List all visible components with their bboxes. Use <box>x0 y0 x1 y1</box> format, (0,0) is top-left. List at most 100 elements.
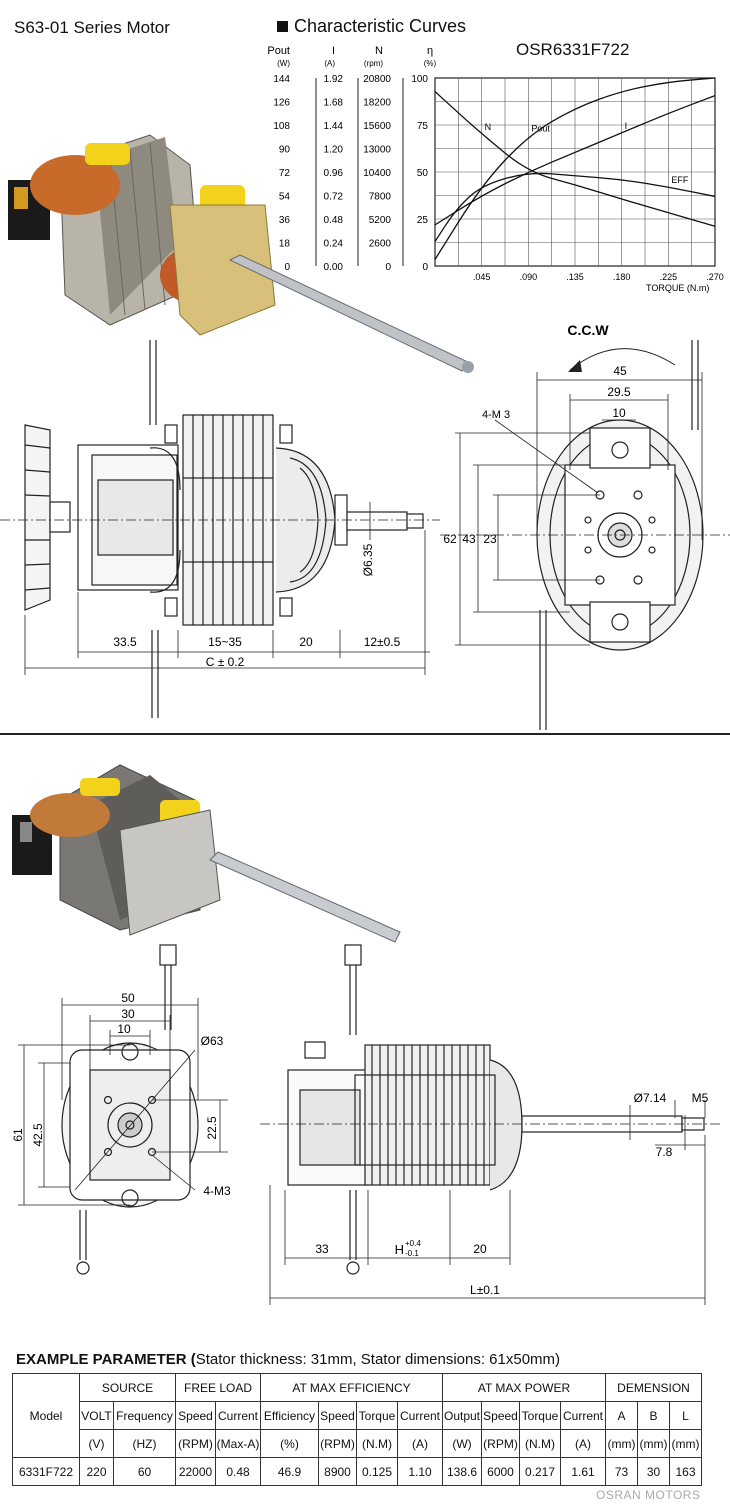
axis-tick-label: 2600 <box>369 239 392 250</box>
dim-front2-42-5: 42.5 <box>31 1123 45 1147</box>
axis-tick-label: 1.92 <box>324 74 344 85</box>
axis-tick-label: 0.96 <box>324 168 344 179</box>
dim-front2-dia63: Ø63 <box>201 1034 224 1048</box>
series-label-pout: Pout <box>531 123 550 133</box>
series-line-n <box>434 91 716 227</box>
axis-labels: Pout(W)14412610890725436180I(A)1.921.681… <box>267 45 436 273</box>
axis-title: N <box>375 45 383 57</box>
table-row: (V) (HZ) (RPM) (Max-A) (%) (RPM) (N.M) (… <box>13 1429 702 1458</box>
motor-bracket <box>169 204 276 336</box>
table-cell: 6000 <box>481 1457 520 1486</box>
rotation-label: C.C.W <box>567 322 609 338</box>
side-view-drawing-2: Ø7.14 M5 7.8 33 20 L±0.1 H +0.4 -0.1 <box>260 944 720 1305</box>
table-row: VOLT Frequency Speed Current Efficiency … <box>13 1401 702 1430</box>
side-view-outline-2 <box>287 944 705 1275</box>
col-unit: (N.M) <box>356 1429 398 1458</box>
motor-bracket-2 <box>119 809 221 936</box>
series-label-i: I <box>625 121 628 131</box>
dim-side2-dia7-14: Ø7.14 <box>634 1091 667 1105</box>
x-tick-label: .270 <box>706 272 724 282</box>
axis-tick-label: 90 <box>279 145 291 156</box>
dim-front-29-5: 29.5 <box>607 385 631 399</box>
rotation-arrow-icon <box>569 348 676 371</box>
axis-tick-label: 0.24 <box>324 239 344 250</box>
group-header: DEMENSION <box>605 1373 702 1402</box>
front-view-dims-1 <box>440 372 730 646</box>
col-unit: (RPM) <box>481 1429 520 1458</box>
x-tick-label: .180 <box>613 272 631 282</box>
x-tick-label: .045 <box>473 272 491 282</box>
col-unit: (N.M) <box>519 1429 561 1458</box>
col-name: B <box>637 1401 670 1430</box>
table-cell: 220 <box>79 1457 114 1486</box>
col-name: Output <box>442 1401 482 1430</box>
table-cell: 73 <box>605 1457 638 1486</box>
dim-front-4-m3: 4-M 3 <box>482 409 510 421</box>
axis-unit: (rpm) <box>364 59 383 68</box>
col-unit: (V) <box>79 1429 114 1458</box>
axis-title: Pout <box>267 45 290 57</box>
table-cell: 163 <box>669 1457 702 1486</box>
table-cell: 30 <box>637 1457 670 1486</box>
axis-tick-label: 1.44 <box>324 121 344 132</box>
col-name: Current <box>560 1401 606 1430</box>
table-cell: 0.125 <box>356 1457 398 1486</box>
table-row: 6331F722 220 60 22000 0.48 46.9 8900 0.1… <box>12 1457 702 1486</box>
page-title: S63-01 Series Motor <box>14 18 170 37</box>
dim-side2-m5: M5 <box>692 1091 709 1105</box>
x-tick-label: .225 <box>660 272 678 282</box>
dim-side2-h: H <box>395 1242 404 1257</box>
front-view-dims-2 <box>18 998 228 1206</box>
plot-grid <box>435 78 715 266</box>
col-unit: (mm) <box>669 1429 702 1458</box>
col-unit: (W) <box>442 1429 482 1458</box>
x-axis-label: TORQUE (N.m) <box>646 283 709 293</box>
table-cell: 60 <box>113 1457 176 1486</box>
axis-tick-label: 1.20 <box>324 145 344 156</box>
col-unit: (%) <box>260 1429 319 1458</box>
motor-shaft <box>228 254 474 373</box>
axis-title: I <box>332 45 335 57</box>
col-name: Torque <box>519 1401 561 1430</box>
series-label-n: N <box>485 122 492 132</box>
col-unit: (A) <box>560 1429 606 1458</box>
rotation-arrowhead-icon <box>568 360 582 372</box>
dim-front2-22-5: 22.5 <box>205 1116 219 1140</box>
col-name: Current <box>215 1401 261 1430</box>
axis-tick-label: 20800 <box>363 74 391 85</box>
col-name: L <box>669 1401 702 1430</box>
model-header: Model <box>12 1373 80 1458</box>
dim-side-shaft-dia: Ø6.35 <box>361 543 375 576</box>
dim-front2-50: 50 <box>121 991 135 1005</box>
axis-tick-label: 0 <box>284 262 290 273</box>
axis-tick-label: 50 <box>417 168 429 179</box>
group-header: AT MAX EFFICIENCY <box>260 1373 443 1402</box>
dim-front-23: 23 <box>483 532 497 546</box>
param-heading-rest: Stator thickness: 31mm, Stator dimension… <box>195 1351 561 1368</box>
side-view-dims-1 <box>0 502 440 675</box>
dim-front2-61: 61 <box>11 1128 25 1142</box>
col-name: Current <box>397 1401 443 1430</box>
motor-shaft-2 <box>209 851 401 943</box>
axis-tick-label: 36 <box>279 215 291 226</box>
col-unit: (A) <box>397 1429 443 1458</box>
dim-side-33-5: 33.5 <box>113 635 137 649</box>
motor-photo-top <box>8 134 474 373</box>
table-row: Model SOURCE FREE LOAD AT MAX EFFICIENCY… <box>12 1373 702 1458</box>
dim-side-20: 20 <box>299 635 313 649</box>
dim-side-12: 12±0.5 <box>364 635 401 649</box>
side-view-dims-2 <box>260 1100 720 1305</box>
col-name: VOLT <box>79 1401 114 1430</box>
group-header: AT MAX POWER <box>442 1373 606 1402</box>
dim-side2-33: 33 <box>315 1242 329 1256</box>
table-cell: 22000 <box>175 1457 216 1486</box>
axis-tick-label: 54 <box>279 192 291 203</box>
dim-front2-30: 30 <box>121 1007 135 1021</box>
col-unit: (Max-A) <box>215 1429 261 1458</box>
table-cell: 0.217 <box>519 1457 561 1486</box>
x-tick-label: .135 <box>566 272 584 282</box>
param-heading: EXAMPLE PARAMETER (Stator thickness: 31m… <box>16 1351 560 1368</box>
col-name: A <box>605 1401 638 1430</box>
axis-tick-label: 108 <box>273 121 290 132</box>
